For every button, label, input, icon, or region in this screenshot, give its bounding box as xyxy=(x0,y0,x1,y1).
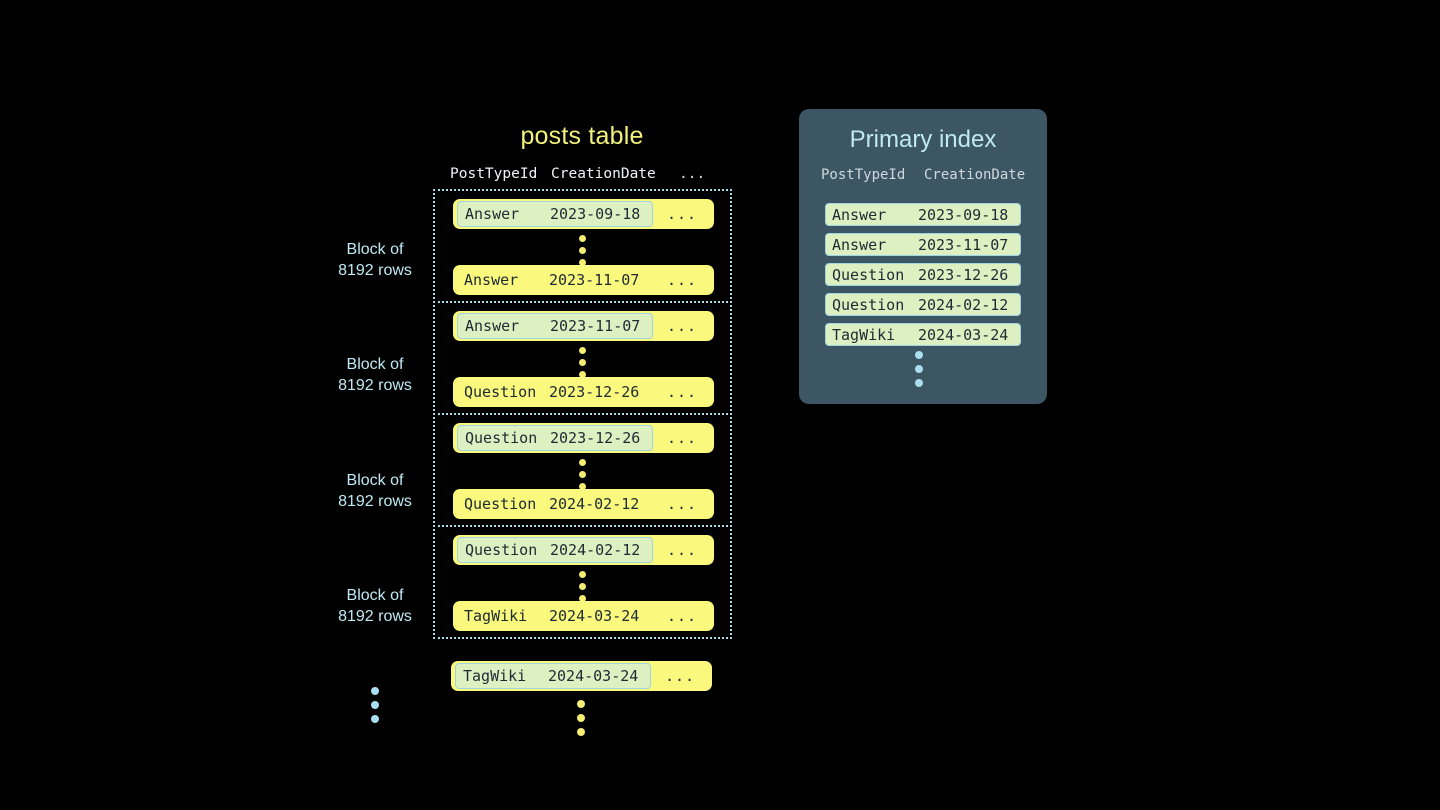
table-row: Question 2023-12-26 ... xyxy=(453,377,714,407)
cell-posttypeid: Question xyxy=(464,383,537,401)
posts-table-column-headers: PostTypeId CreationDate ... xyxy=(432,166,732,186)
cell-more-ellipsis: ... xyxy=(667,383,698,401)
posts-table-title: posts table xyxy=(520,122,644,150)
cell-more-ellipsis: ... xyxy=(667,317,698,335)
index-entry: Question 2024-02-12 xyxy=(825,293,1021,316)
primary-index-entries: Answer 2023-09-18 Answer 2023-11-07 Ques… xyxy=(825,203,1021,353)
index-cell-posttypeid: Answer xyxy=(832,205,887,224)
cell-creationdate: 2023-11-07 xyxy=(550,317,641,335)
cell-creationdate: 2023-12-26 xyxy=(550,429,641,447)
index-cell-posttypeid: Answer xyxy=(832,235,887,254)
cell-more-ellipsis: ... xyxy=(667,495,698,513)
index-cell-creationdate: 2023-11-07 xyxy=(918,235,1009,254)
index-cell-creationdate: 2023-12-26 xyxy=(918,265,1009,284)
block-label-line1: Block of xyxy=(346,241,404,258)
row-key-cells: Question 2023-12-26 xyxy=(457,379,653,405)
row-key-cells: Answer 2023-11-07 xyxy=(457,267,653,293)
cell-creationdate: 2023-09-18 xyxy=(550,205,641,223)
posts-table-blocks: Answer 2023-09-18 ... Answer 2023-11-07 … xyxy=(433,189,732,639)
block-label-line1: Block of xyxy=(346,587,404,604)
cell-creationdate: 2023-12-26 xyxy=(549,383,640,401)
cell-posttypeid: Answer xyxy=(465,317,520,335)
cell-creationdate: 2024-02-12 xyxy=(549,495,640,513)
index-entry: TagWiki 2024-03-24 xyxy=(825,323,1021,346)
column-header-posttypeid: PostTypeId xyxy=(450,166,538,182)
cell-creationdate: 2024-03-24 xyxy=(549,607,640,625)
table-block: Question 2023-12-26 ... Question 2024-02… xyxy=(433,413,732,527)
cell-posttypeid: Question xyxy=(465,541,538,559)
table-row: Question 2023-12-26 ... xyxy=(453,423,714,453)
block-label: Block of 8192 rows xyxy=(300,585,450,627)
table-row: TagWiki 2024-03-24 ... xyxy=(451,661,712,691)
cell-posttypeid: Question xyxy=(464,495,537,513)
table-row: Question 2024-02-12 ... xyxy=(453,535,714,565)
rows-ellipsis-icon xyxy=(579,459,589,490)
index-cell-posttypeid: Question xyxy=(832,295,905,314)
index-cell-creationdate: 2024-02-12 xyxy=(918,295,1009,314)
cell-posttypeid: Answer xyxy=(465,205,520,223)
block-label: Block of 8192 rows xyxy=(300,354,450,396)
index-entry: Answer 2023-09-18 xyxy=(825,203,1021,226)
table-row: Answer 2023-11-07 ... xyxy=(453,265,714,295)
rows-ellipsis-icon xyxy=(579,347,589,378)
table-row: TagWiki 2024-03-24 ... xyxy=(453,601,714,631)
table-row: Answer 2023-09-18 ... xyxy=(453,199,714,229)
blocks-continue-ellipsis-icon xyxy=(371,687,381,723)
cell-more-ellipsis: ... xyxy=(667,271,698,289)
cell-more-ellipsis: ... xyxy=(667,429,698,447)
block-label-line2: 8192 rows xyxy=(338,377,412,394)
block-label-line1: Block of xyxy=(346,472,404,489)
rows-ellipsis-icon xyxy=(579,235,589,266)
block-label: Block of 8192 rows xyxy=(300,239,450,281)
index-entry: Answer 2023-11-07 xyxy=(825,233,1021,256)
primary-index-title: Primary index xyxy=(849,126,997,153)
table-row: Question 2024-02-12 ... xyxy=(453,489,714,519)
primary-index-ellipsis-icon xyxy=(915,351,925,387)
block-label: Block of 8192 rows xyxy=(300,470,450,512)
cell-posttypeid: TagWiki xyxy=(463,667,527,685)
table-block: Question 2024-02-12 ... TagWiki 2024-03-… xyxy=(433,525,732,639)
index-column-header-creationdate: CreationDate xyxy=(924,167,1026,183)
row-key-cells: Question 2024-02-12 xyxy=(457,491,653,517)
index-column-header-posttypeid: PostTypeId xyxy=(821,167,906,183)
rows-ellipsis-icon xyxy=(579,571,589,602)
block-label-line2: 8192 rows xyxy=(338,262,412,279)
index-entry: Question 2023-12-26 xyxy=(825,263,1021,286)
table-block: Answer 2023-11-07 ... Question 2023-12-2… xyxy=(433,301,732,415)
cell-more-ellipsis: ... xyxy=(667,205,698,223)
cell-more-ellipsis: ... xyxy=(667,607,698,625)
index-cell-creationdate: 2023-09-18 xyxy=(918,205,1009,224)
cell-posttypeid: Question xyxy=(465,429,538,447)
primary-index-panel: Primary index PostTypeId CreationDate An… xyxy=(799,109,1047,404)
cell-more-ellipsis: ... xyxy=(667,541,698,559)
index-cell-posttypeid: Question xyxy=(832,265,905,284)
table-block: Answer 2023-09-18 ... Answer 2023-11-07 … xyxy=(433,189,732,303)
column-header-creationdate: CreationDate xyxy=(551,166,656,182)
cell-creationdate: 2023-11-07 xyxy=(549,271,640,289)
primary-index-column-headers: PostTypeId CreationDate xyxy=(799,167,1047,187)
table-row: Answer 2023-11-07 ... xyxy=(453,311,714,341)
row-key-cells: Answer 2023-09-18 xyxy=(457,201,653,227)
index-cell-posttypeid: TagWiki xyxy=(832,325,896,344)
row-key-cells: Question 2023-12-26 xyxy=(457,425,653,451)
cell-posttypeid: TagWiki xyxy=(464,607,528,625)
trailing-row-container: TagWiki 2024-03-24 ... xyxy=(433,661,732,693)
column-header-ellipsis: ... xyxy=(679,166,706,182)
row-key-cells: TagWiki 2024-03-24 xyxy=(457,603,653,629)
cell-creationdate: 2024-03-24 xyxy=(548,667,639,685)
cell-creationdate: 2024-02-12 xyxy=(550,541,641,559)
row-key-cells: TagWiki 2024-03-24 xyxy=(455,663,651,689)
block-label-line2: 8192 rows xyxy=(338,608,412,625)
cell-posttypeid: Answer xyxy=(464,271,519,289)
table-continue-ellipsis-icon xyxy=(577,700,587,736)
block-label-line1: Block of xyxy=(346,356,404,373)
index-cell-creationdate: 2024-03-24 xyxy=(918,325,1009,344)
row-key-cells: Question 2024-02-12 xyxy=(457,537,653,563)
row-key-cells: Answer 2023-11-07 xyxy=(457,313,653,339)
cell-more-ellipsis: ... xyxy=(665,667,696,685)
block-label-line2: 8192 rows xyxy=(338,493,412,510)
